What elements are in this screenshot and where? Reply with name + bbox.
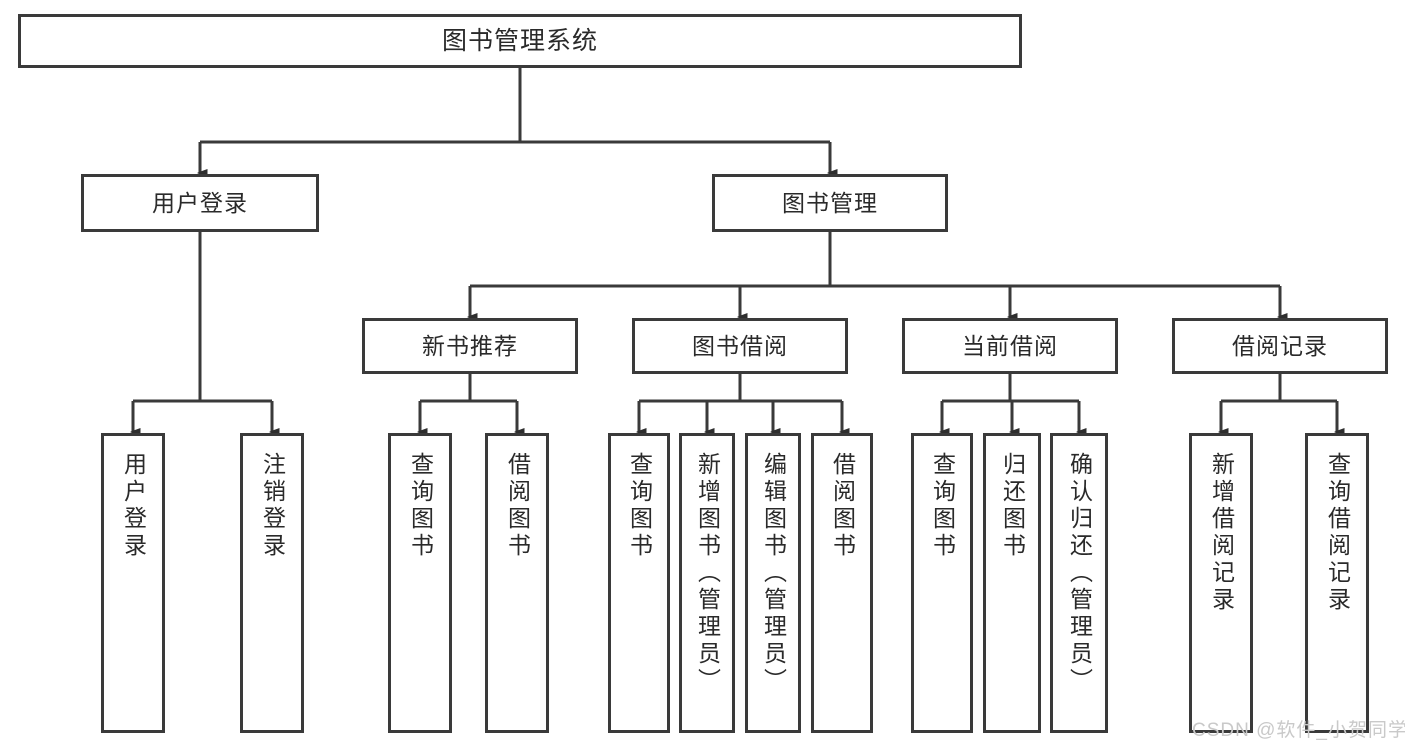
node-root[interactable]: 图书管理系统 — [18, 14, 1022, 68]
node-label: 当前借阅 — [962, 332, 1058, 359]
node-new-book-recommend[interactable]: 新书推荐 — [362, 318, 578, 374]
node-label: 用户登录 — [120, 452, 147, 560]
node-leaf-borrow-book[interactable]: 借阅图书 — [811, 433, 873, 733]
node-leaf-edit-book-admin[interactable]: 编辑图书（管理员） — [745, 433, 801, 733]
node-leaf-query-book-current[interactable]: 查询图书 — [911, 433, 973, 733]
node-label: 图书管理 — [782, 189, 878, 216]
node-label: 图书管理系统 — [441, 26, 598, 55]
node-label: 注销登录 — [259, 452, 286, 560]
node-leaf-confirm-return-admin[interactable]: 确认归还（管理员） — [1050, 433, 1108, 733]
node-label: 确认归还（管理员） — [1066, 452, 1093, 695]
node-label: 图书借阅 — [692, 332, 788, 359]
node-leaf-user-login[interactable]: 用户登录 — [101, 433, 165, 733]
node-label: 用户登录 — [152, 189, 248, 216]
node-leaf-logout-login[interactable]: 注销登录 — [240, 433, 304, 733]
node-label: 归还图书 — [999, 452, 1026, 560]
node-label: 新增借阅记录 — [1208, 452, 1235, 614]
node-label: 查询图书 — [929, 452, 956, 560]
node-label: 新增图书（管理员） — [694, 452, 721, 695]
node-current-borrow[interactable]: 当前借阅 — [902, 318, 1118, 374]
node-label: 借阅图书 — [504, 452, 531, 560]
node-leaf-add-book-admin[interactable]: 新增图书（管理员） — [679, 433, 735, 733]
node-borrow-record[interactable]: 借阅记录 — [1172, 318, 1388, 374]
node-book-borrow[interactable]: 图书借阅 — [632, 318, 848, 374]
node-leaf-borrow-book-new[interactable]: 借阅图书 — [485, 433, 549, 733]
node-label: 查询图书 — [626, 452, 653, 560]
node-label: 查询图书 — [407, 452, 434, 560]
node-user-login[interactable]: 用户登录 — [81, 174, 319, 232]
node-label: 借阅记录 — [1232, 332, 1328, 359]
csdn-watermark: CSDN @软件_小贺同学 — [1192, 720, 1405, 741]
node-book-management[interactable]: 图书管理 — [712, 174, 948, 232]
node-label: 借阅图书 — [829, 452, 856, 560]
node-leaf-add-borrow-record[interactable]: 新增借阅记录 — [1189, 433, 1253, 733]
node-leaf-return-book[interactable]: 归还图书 — [983, 433, 1041, 733]
node-label: 新书推荐 — [422, 332, 518, 359]
node-label: 查询借阅记录 — [1324, 452, 1351, 614]
node-label: 编辑图书（管理员） — [760, 452, 787, 695]
node-leaf-query-book-new[interactable]: 查询图书 — [388, 433, 452, 733]
node-leaf-query-borrow-record[interactable]: 查询借阅记录 — [1305, 433, 1369, 733]
node-leaf-query-book[interactable]: 查询图书 — [608, 433, 670, 733]
